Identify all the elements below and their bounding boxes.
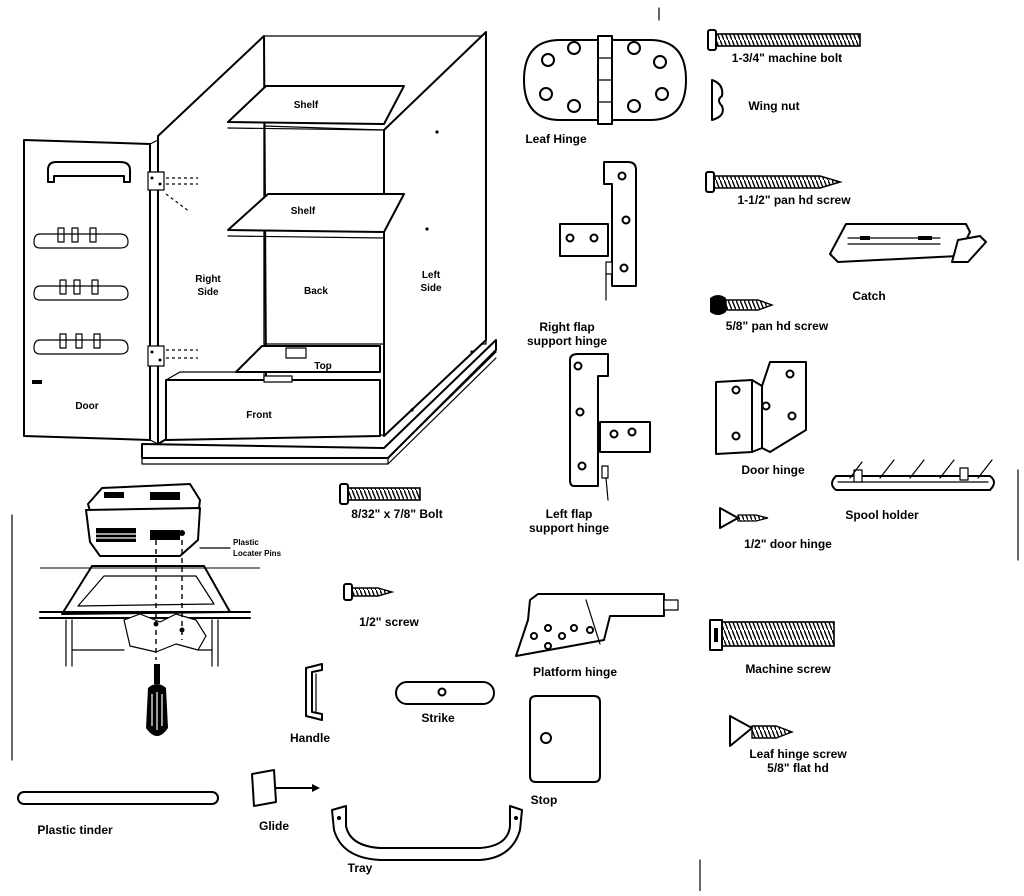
door-hinge-half-part: 1/2" door hinge — [719, 507, 832, 551]
label-screw-half: 1/2" screw — [359, 615, 419, 629]
label-strike: Strike — [421, 711, 455, 725]
label-catch: Catch — [852, 289, 885, 303]
label-left-side-2: Side — [420, 283, 442, 294]
label-leaf-hinge-screw-2: 5/8" flat hd — [767, 761, 829, 775]
door-hinge-upper — [147, 171, 198, 213]
machine-mount-assembly: Plastic Locater Pins — [39, 483, 282, 736]
label-left-side-1: Left — [422, 270, 441, 281]
label-left-flap-2: support hinge — [529, 521, 609, 535]
label-pan-hd-short: 5/8" pan hd screw — [726, 319, 829, 333]
pan-hd-screw-long-part: 1-1/2" pan hd screw — [705, 171, 851, 207]
bolt-832-part: 8/32" x 7/8" Bolt — [339, 483, 443, 521]
label-right-side-2: Side — [197, 287, 219, 298]
leaf-hinge-screw-part: Leaf hinge screw 5/8" flat hd — [729, 715, 847, 775]
label-machine-screw: Machine screw — [745, 662, 831, 676]
label-leaf-hinge: Leaf Hinge — [525, 132, 587, 146]
top-board — [235, 345, 381, 373]
label-machine-bolt: 1-3/4" machine bolt — [732, 51, 842, 65]
cabinet-assembly: Shelf Shelf Right Side Back Left Side To… — [23, 31, 497, 465]
label-pins-2: Locater Pins — [233, 549, 282, 558]
pan-hd-screw-short-part: 5/8" pan hd screw — [710, 295, 829, 333]
label-back: Back — [304, 286, 328, 297]
label-shelf-top: Shelf — [294, 100, 319, 111]
door-panel — [23, 139, 159, 445]
door-hinge-lower — [147, 345, 198, 367]
label-right-flap-2: support hinge — [527, 334, 607, 348]
handle-part: Handle — [290, 663, 330, 745]
catch-part: Catch — [829, 223, 987, 303]
label-platform-hinge: Platform hinge — [533, 665, 617, 679]
label-tray: Tray — [348, 861, 373, 875]
label-right-flap-1: Right flap — [539, 320, 594, 334]
label-left-flap-1: Left flap — [546, 507, 593, 521]
front-board — [165, 379, 381, 441]
label-front: Front — [246, 410, 272, 421]
machine-bolt-part: 1-3/4" machine bolt — [707, 29, 861, 65]
label-door-hinge-half: 1/2" door hinge — [744, 537, 832, 551]
wing-nut-part: Wing nut — [711, 79, 800, 121]
plastic-tinder-part: Plastic tinder — [17, 791, 219, 837]
spool-holder-part: Spool holder — [831, 459, 995, 522]
label-top: Top — [314, 361, 332, 372]
platform-hinge-part: Platform hinge — [515, 593, 679, 679]
stop-part: Stop — [529, 695, 601, 807]
right-flap-hinge-part: Right flap support hinge — [527, 161, 637, 348]
screw-half-part: 1/2" screw — [343, 583, 420, 629]
label-stop: Stop — [531, 793, 558, 807]
label-door: Door — [75, 401, 98, 412]
glide-part: Glide — [251, 769, 320, 833]
screwdriver-icon — [146, 664, 168, 736]
label-glide: Glide — [259, 819, 289, 833]
top-shelf — [227, 85, 405, 125]
label-leaf-hinge-screw-1: Leaf hinge screw — [749, 747, 847, 761]
label-right-side-1: Right — [195, 274, 221, 285]
label-bolt-832: 8/32" x 7/8" Bolt — [351, 507, 442, 521]
label-wing-nut: Wing nut — [748, 99, 799, 113]
middle-shelf — [227, 193, 405, 233]
label-plastic-tinder: Plastic tinder — [37, 823, 113, 837]
label-pan-hd-long: 1-1/2" pan hd screw — [737, 193, 851, 207]
label-handle: Handle — [290, 731, 330, 745]
door-hinge-part: Door hinge — [715, 361, 807, 477]
label-pins-1: Plastic — [233, 538, 259, 547]
tray-part: Tray — [331, 805, 523, 875]
label-spool-holder: Spool holder — [845, 508, 919, 522]
label-shelf-middle: Shelf — [291, 206, 316, 217]
strike-part: Strike — [395, 681, 495, 725]
machine-screw-part: Machine screw — [709, 619, 835, 676]
leaf-hinge-part: Leaf Hinge — [523, 35, 687, 146]
left-flap-hinge-part: Left flap support hinge — [529, 353, 651, 535]
label-door-hinge: Door hinge — [741, 463, 805, 477]
